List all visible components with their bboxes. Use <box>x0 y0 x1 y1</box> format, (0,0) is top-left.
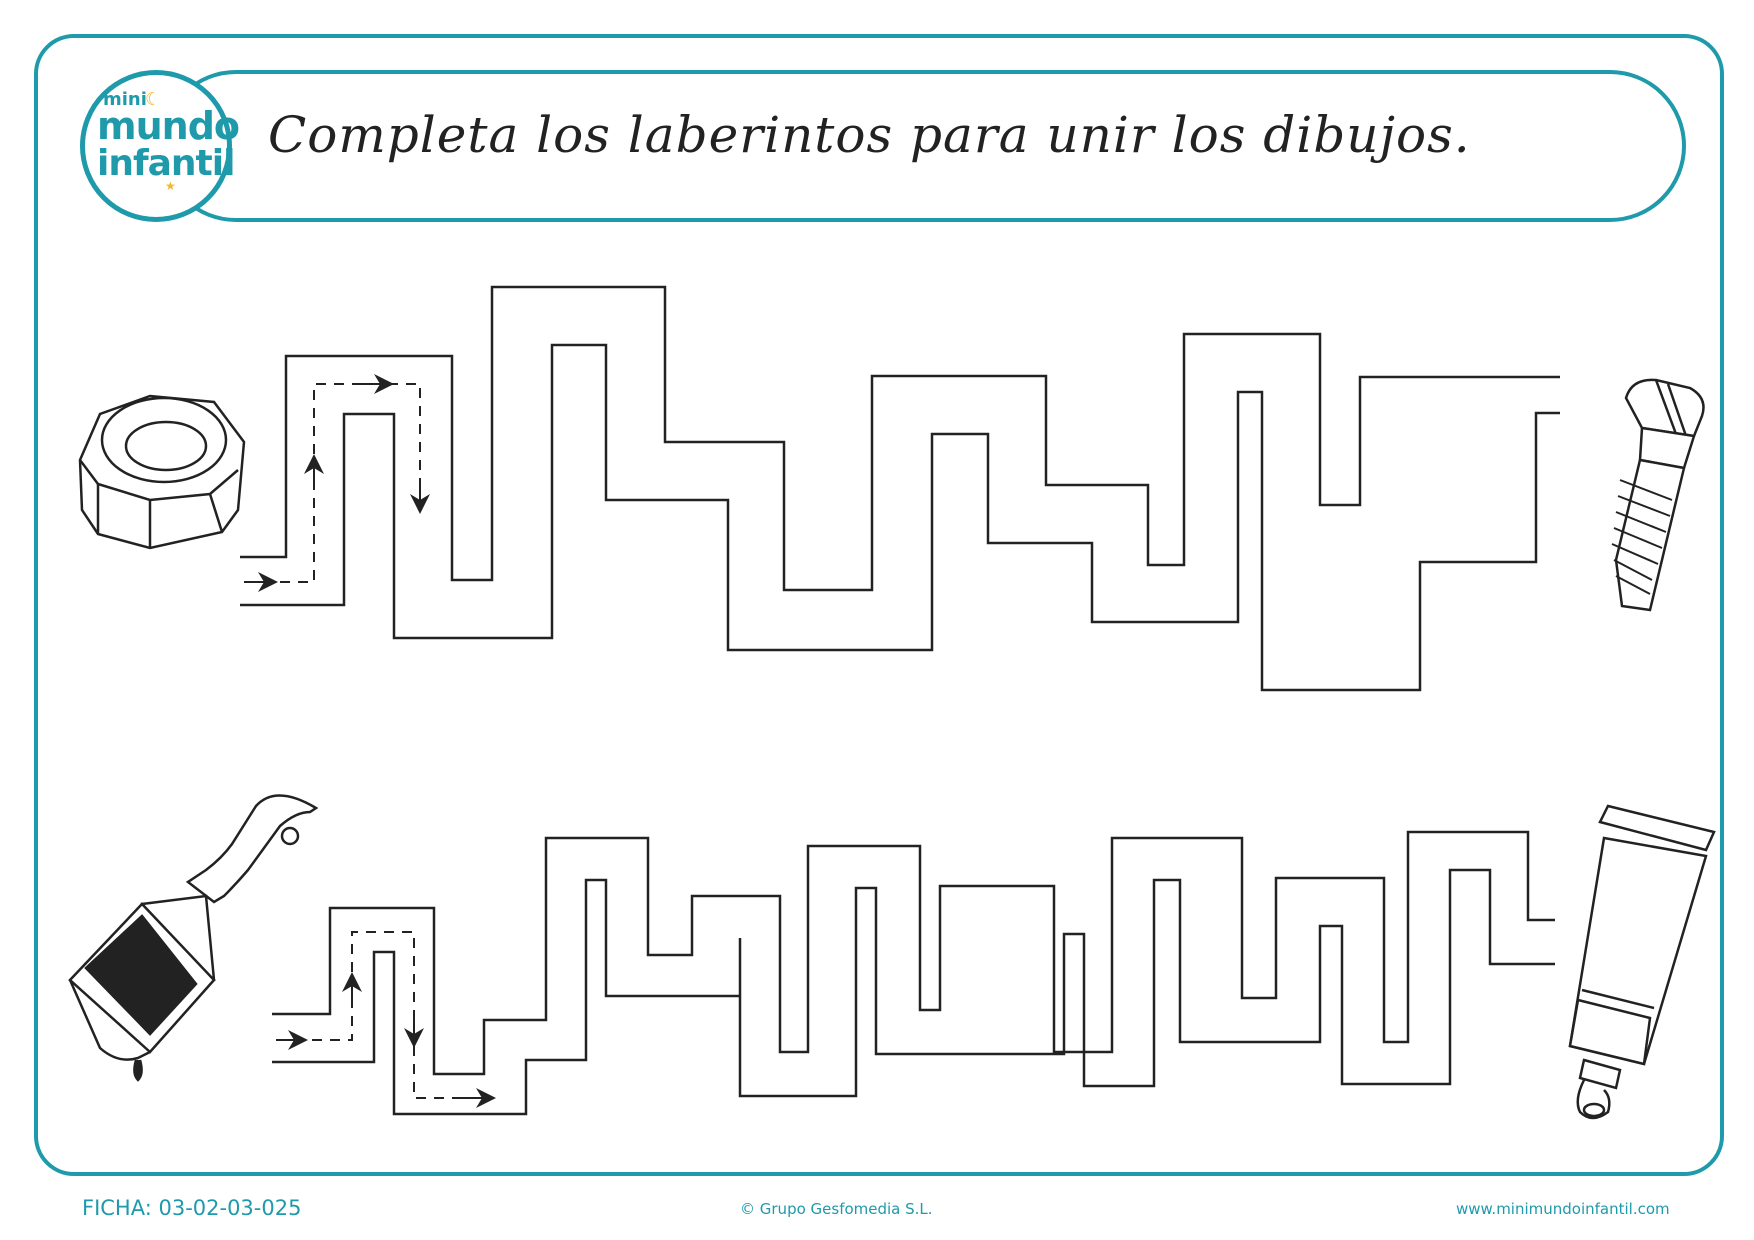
logo-line-mini: mini <box>103 89 147 110</box>
copyright-notice: © Grupo Gesfomedia S.L. <box>740 1200 933 1218</box>
maze-2-dashed-guide <box>276 931 484 1099</box>
screw-icon <box>1611 378 1705 612</box>
maze-1-lower-wall <box>240 343 1560 692</box>
maze-2-upper-wall <box>272 830 1555 1076</box>
maze-2-lower-wall <box>272 868 1555 1116</box>
paint-tube-icon <box>1568 804 1716 1120</box>
maze-1 <box>240 285 1560 692</box>
brand-logo: mini ☾ mundo infantil ★ <box>80 70 240 222</box>
paintbrush-icon <box>68 794 319 1082</box>
maze-1-upper-wall <box>240 285 1560 592</box>
worksheet-instruction: Completa los laberintos para unir los di… <box>268 106 1471 164</box>
website-link[interactable]: www.minimundoinfantil.com <box>1456 1200 1670 1218</box>
star-icon: ★ <box>165 179 176 193</box>
moon-icon: ☾ <box>145 89 162 110</box>
logo-line-mundo: mundo <box>97 104 240 148</box>
logo-line-infantil: infantil <box>97 143 235 184</box>
worksheet-frame <box>34 34 1724 1176</box>
hex-nut-icon <box>78 394 246 550</box>
maze-2 <box>272 830 1555 1116</box>
worksheet-code: FICHA: 03-02-03-025 <box>82 1196 302 1220</box>
